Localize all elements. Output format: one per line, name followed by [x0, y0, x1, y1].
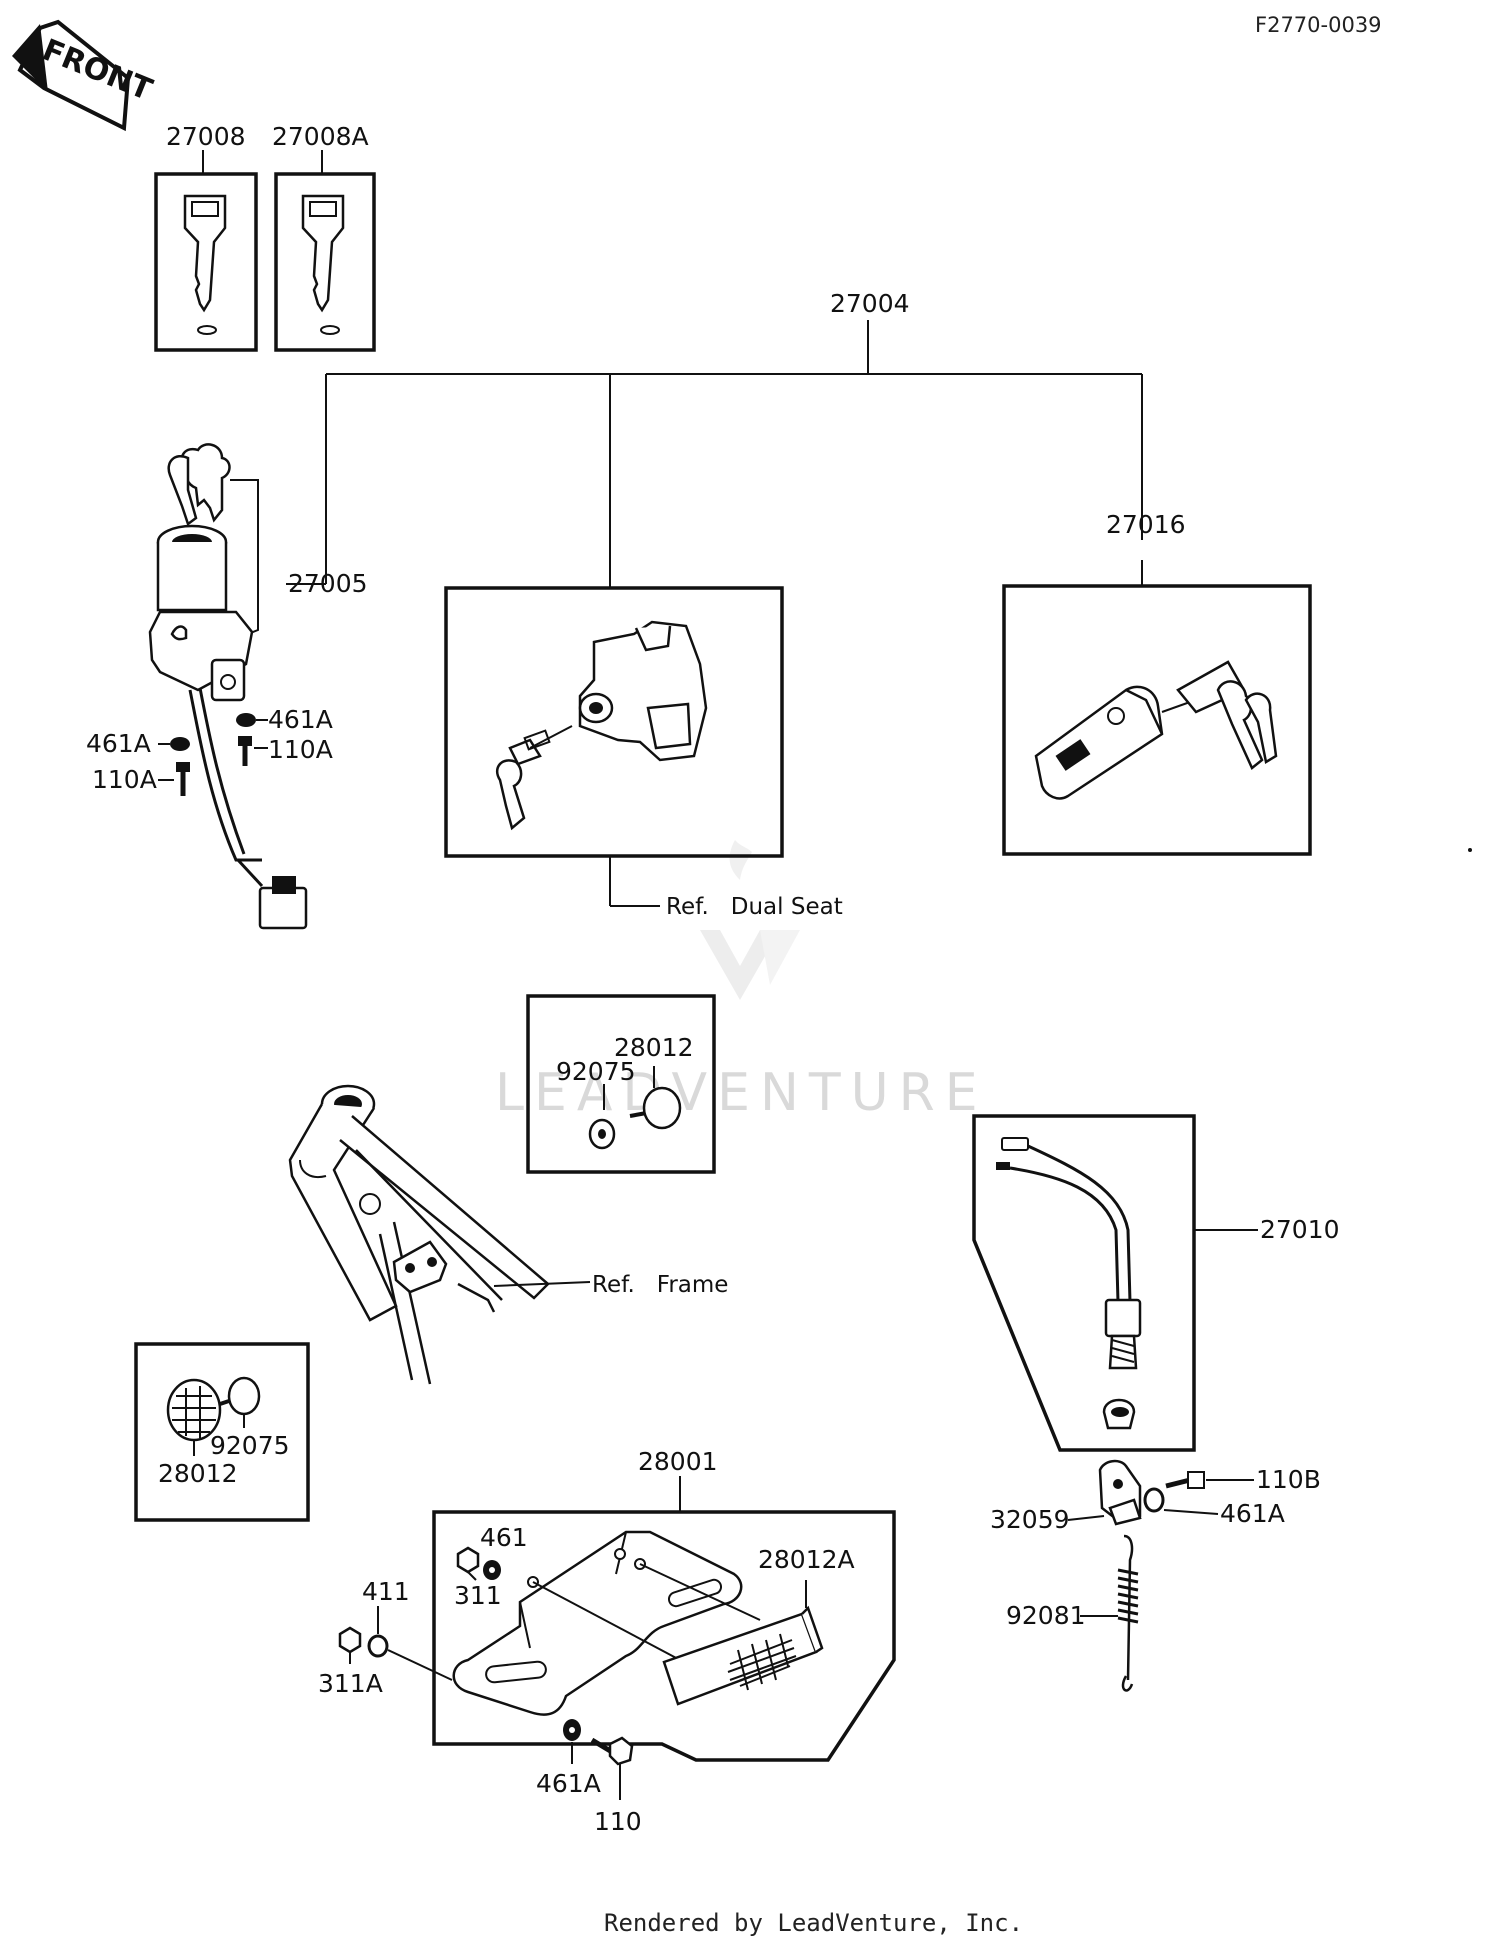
- label-28001: 28001: [638, 1447, 718, 1476]
- ref-dual-seat-leader: [609, 856, 660, 907]
- bracket-32059: [1067, 1459, 1142, 1526]
- key-box-27008a: [274, 150, 376, 352]
- ref-dual-seat: Ref. Dual Seat: [666, 894, 843, 920]
- label-311: 311: [454, 1581, 502, 1610]
- bolt-110b-icon: [1165, 1471, 1254, 1489]
- washer-411-icon: [367, 1606, 453, 1681]
- label-27008: 27008: [166, 122, 246, 151]
- label-461: 461: [480, 1523, 528, 1552]
- label-27004: 27004: [830, 289, 910, 318]
- spring-92081-icon: [1080, 1534, 1139, 1692]
- ref-frame: Ref. Frame: [592, 1272, 728, 1298]
- frame-reference: [288, 1084, 591, 1385]
- washer-461a-bottom-icon: [563, 1719, 581, 1764]
- label-27008a: 27008A: [272, 122, 369, 151]
- nut-461-icon: [456, 1546, 501, 1581]
- ignition-switch-27005: [148, 443, 308, 930]
- label-92075-center: 92075: [556, 1057, 636, 1086]
- label-461a-right: 461A: [268, 705, 333, 734]
- bolt-110-icon: [590, 1736, 634, 1800]
- washer-461a-left-icon: [158, 737, 190, 751]
- seat-lock-box: [444, 586, 784, 858]
- cap-box-left: [134, 1342, 310, 1522]
- watermark-logo-icon: [700, 840, 800, 1000]
- washer-461a-bracket-icon: [1143, 1487, 1219, 1515]
- license-bracket-box-28001: [432, 1476, 896, 1762]
- washer-461a-right-icon: [236, 713, 268, 727]
- label-110: 110: [594, 1807, 642, 1836]
- label-461a-bottom: 461A: [536, 1769, 601, 1798]
- key-set-box-27016: [1002, 584, 1312, 856]
- set-bracket-27004: [286, 320, 1143, 588]
- label-28012-left: 28012: [158, 1459, 238, 1488]
- watermark-text: LEADVENTURE: [495, 1063, 988, 1123]
- label-28012a: 28012A: [758, 1545, 855, 1574]
- label-311a: 311A: [318, 1669, 383, 1698]
- label-110a-right: 110A: [268, 735, 333, 764]
- diagram-code: F2770-0039: [1255, 13, 1382, 37]
- label-92081: 92081: [1006, 1601, 1086, 1630]
- stray-dot: [1468, 848, 1472, 852]
- label-461a-left: 461A: [86, 729, 151, 758]
- label-28012-center: 28012: [614, 1033, 694, 1062]
- label-27010: 27010: [1260, 1215, 1340, 1244]
- label-461a-bracket: 461A: [1220, 1499, 1285, 1528]
- nut-311a-icon: [338, 1626, 362, 1664]
- label-110a-left: 110A: [92, 765, 157, 794]
- screw-110a-left-icon: [158, 762, 190, 796]
- label-411: 411: [362, 1577, 410, 1606]
- label-92075-left: 92075: [210, 1431, 290, 1460]
- screw-110a-right-icon: [238, 736, 268, 766]
- key-box-27008: [154, 150, 258, 352]
- footer-credit: Rendered by LeadVenture, Inc.: [604, 1909, 1023, 1937]
- label-27016: 27016: [1106, 510, 1186, 539]
- front-arrow-icon: FRONT: [12, 19, 157, 132]
- label-110b: 110B: [1256, 1465, 1321, 1494]
- label-27005: 27005: [288, 569, 368, 598]
- label-32059: 32059: [990, 1505, 1070, 1534]
- cap-box-center: [526, 994, 716, 1174]
- switch-box-27010: [972, 1114, 1258, 1452]
